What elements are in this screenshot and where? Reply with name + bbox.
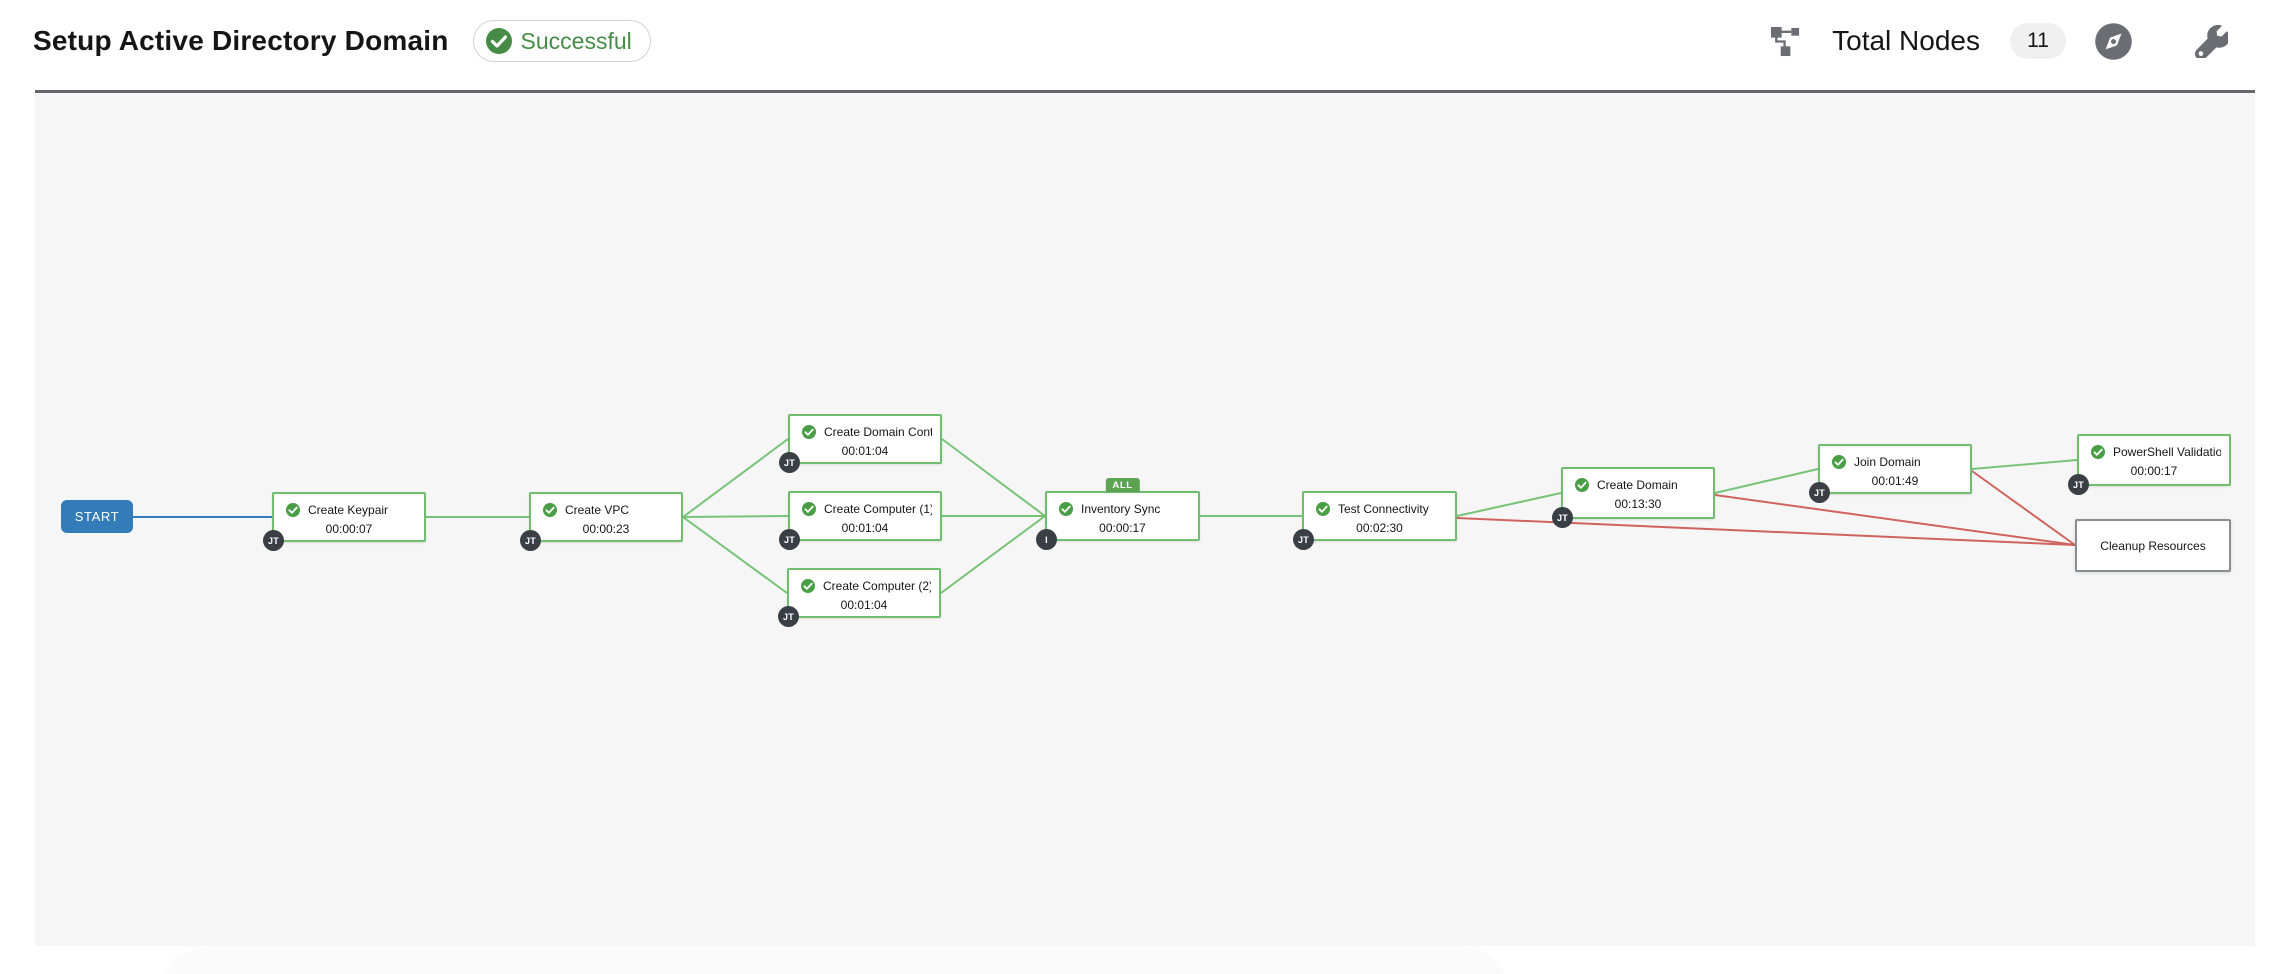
node-type-badge: JT xyxy=(2068,474,2089,495)
link-join-domain-cleanup-resources xyxy=(1971,470,2076,546)
node-title: Create Domain Contr... xyxy=(824,425,932,439)
node-test-connectivity[interactable]: Test Connectivity 00:02:30 JT xyxy=(1293,491,1457,550)
node-title: Create Keypair xyxy=(308,503,389,517)
node-create-computer-2[interactable]: Create Computer (2) 00:01:04 JT xyxy=(778,568,941,627)
node-elapsed-time: 00:00:17 xyxy=(1099,521,1146,535)
total-nodes-label: Total Nodes xyxy=(1832,25,1980,56)
node-type-badge: JT xyxy=(263,530,284,551)
success-check-icon xyxy=(286,503,300,517)
node-type-badge: JT xyxy=(779,452,800,473)
header-controls: Total Nodes 11 xyxy=(1771,22,2228,61)
node-type-badge: JT xyxy=(520,530,541,551)
compass-icon xyxy=(2095,22,2132,60)
node-type-badge: I xyxy=(1036,529,1057,550)
link-create-vpc-create-computer-2 xyxy=(682,516,788,594)
node-elapsed-time: 00:00:23 xyxy=(582,522,630,536)
node-type-badge: JT xyxy=(779,529,800,550)
node-create-domain[interactable]: Create Domain 00:13:30 JT xyxy=(1552,467,1715,528)
success-check-icon xyxy=(1059,502,1073,516)
node-title: PowerShell Validation xyxy=(2113,445,2221,459)
success-check-icon xyxy=(543,503,557,517)
node-inventory-sync[interactable]: ALL Inventory Sync 00:00:17 I xyxy=(1036,478,1200,550)
node-create-domain-controller[interactable]: Create Domain Contr... 00:01:04 JT xyxy=(779,414,942,473)
link-create-computer-2-inventory-sync xyxy=(940,515,1046,594)
node-cleanup-resources[interactable]: Cleanup Resources xyxy=(2075,519,2231,572)
node-elapsed-time: 00:13:30 xyxy=(1614,497,1662,511)
node-type-badge: JT xyxy=(778,606,799,627)
node-title: Create VPC xyxy=(565,503,630,517)
page-header: Setup Active Directory Domain Successful… xyxy=(0,0,2290,90)
success-check-icon xyxy=(801,579,815,593)
node-elapsed-time: 00:01:04 xyxy=(840,598,888,612)
start-node[interactable]: START xyxy=(61,500,133,533)
page-title: Setup Active Directory Domain xyxy=(33,25,449,56)
success-check-icon xyxy=(1316,502,1330,516)
link-test-connectivity-create-domain xyxy=(1456,492,1562,517)
link-create-vpc-create-computer-1 xyxy=(682,515,789,518)
success-check-icon xyxy=(1575,478,1589,492)
status-badge: Successful xyxy=(472,20,651,62)
link-create-domain-controller-inventory-sync xyxy=(941,438,1046,517)
node-create-keypair[interactable]: Create Keypair 00:00:07 JT xyxy=(263,492,426,551)
workflow-canvas: START Create Keypair 00:00:07 JT Create … xyxy=(35,90,2255,946)
convergence-all-tag: ALL xyxy=(1105,478,1140,492)
node-join-domain[interactable]: Join Domain 00:01:49 JT xyxy=(1809,444,1972,503)
node-title: Test Connectivity xyxy=(1338,502,1429,516)
node-title: Cleanup Resources xyxy=(2100,538,2206,553)
node-create-computer-1[interactable]: Create Computer (1) 00:01:04 JT xyxy=(779,491,942,550)
node-elapsed-time: 00:01:04 xyxy=(841,521,889,535)
sitemap-icon xyxy=(1771,26,1800,56)
node-type-badge: JT xyxy=(1552,507,1573,528)
node-type-badge: JT xyxy=(1293,529,1314,550)
node-create-vpc[interactable]: Create VPC 00:00:23 JT xyxy=(520,492,683,551)
node-title: Create Computer (2) xyxy=(823,579,931,593)
check-circle-icon xyxy=(485,28,512,54)
node-powershell-validation[interactable]: PowerShell Validation 00:00:17 JT xyxy=(2068,434,2231,495)
tools-button[interactable] xyxy=(2195,24,2228,58)
node-title: Inventory Sync xyxy=(1081,502,1161,516)
link-create-vpc-create-domain-controller xyxy=(682,438,789,518)
node-title: Create Computer (1) xyxy=(824,502,932,516)
node-elapsed-time: 00:01:49 xyxy=(1871,474,1919,488)
link-create-domain-cleanup-resources xyxy=(1714,494,2076,546)
success-check-icon xyxy=(2091,445,2105,459)
node-elapsed-time: 00:00:17 xyxy=(2130,464,2178,478)
node-elapsed-time: 00:02:30 xyxy=(1356,521,1403,535)
node-title: Create Domain xyxy=(1597,478,1678,492)
success-check-icon xyxy=(802,502,816,516)
success-check-icon xyxy=(802,425,816,439)
bottom-panel-edge xyxy=(170,954,1500,974)
node-type-badge: JT xyxy=(1809,482,1830,503)
wrench-icon xyxy=(2195,24,2228,58)
link-join-domain-powershell-validation xyxy=(1971,459,2078,470)
status-badge-label: Successful xyxy=(520,27,632,54)
node-elapsed-time: 00:00:07 xyxy=(325,522,373,536)
legend-button[interactable] xyxy=(2094,22,2133,61)
node-title: Join Domain xyxy=(1854,455,1921,469)
total-nodes-count-badge: 11 xyxy=(2010,23,2066,59)
link-create-domain-join-domain xyxy=(1714,468,1819,494)
node-elapsed-time: 00:01:04 xyxy=(841,444,889,458)
success-check-icon xyxy=(1832,455,1846,469)
